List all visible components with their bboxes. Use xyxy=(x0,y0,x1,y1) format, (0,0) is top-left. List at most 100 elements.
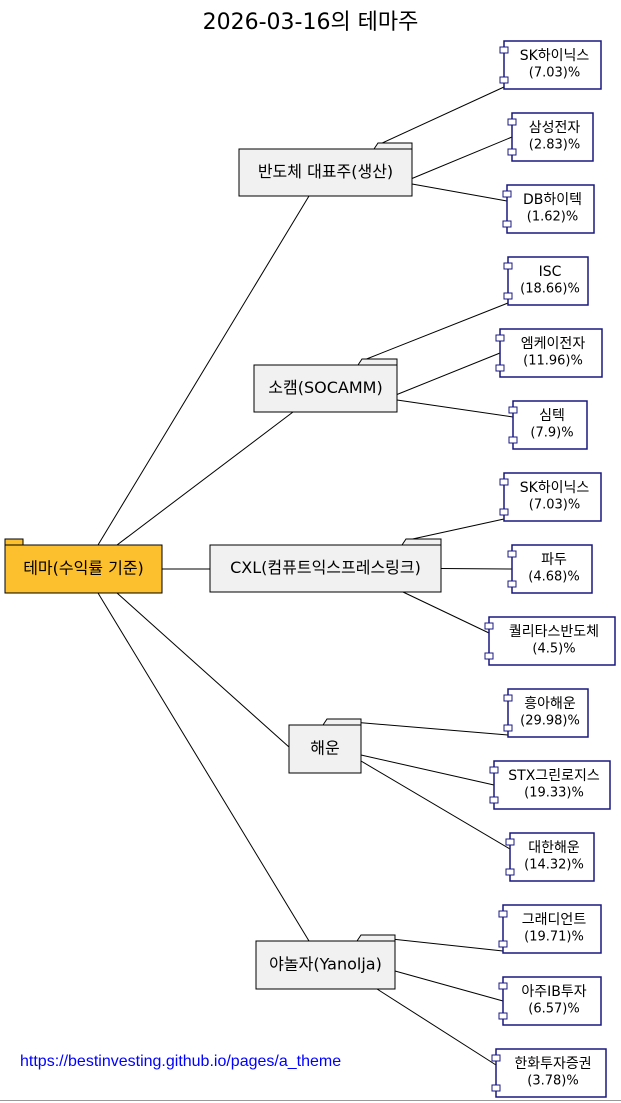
component-box xyxy=(495,1048,607,1098)
stock-node[interactable]: 삼성전자(2.83)% xyxy=(507,112,594,162)
component-port xyxy=(498,940,508,948)
root-theme-connector xyxy=(116,592,290,748)
stock-return: (19.33)% xyxy=(524,786,584,801)
stock-node[interactable]: ISC (18.66)% xyxy=(503,256,589,306)
theme-stock-connector xyxy=(363,302,509,361)
theme-label: 반도체 대표주(생산) xyxy=(258,162,393,181)
component-box xyxy=(499,328,603,378)
component-port xyxy=(484,652,494,660)
theme-stock-connector xyxy=(402,591,490,634)
theme-label: 소캠(SOCAMM) xyxy=(268,378,382,397)
component-port xyxy=(499,508,509,516)
stock-node[interactable]: STX그린로지스 (19.33)% xyxy=(489,760,611,810)
stock-return: (7.03)% xyxy=(529,498,580,513)
folder-body xyxy=(4,544,163,594)
stock-node[interactable]: SK하이닉스 (7.03)% xyxy=(499,472,602,522)
component-box xyxy=(488,616,616,666)
stock-return: (7.03)% xyxy=(529,66,580,81)
stock-node[interactable]: 그래디언트 (19.71)% xyxy=(498,904,602,954)
folder-tab xyxy=(356,934,396,942)
folder-body xyxy=(209,544,442,593)
component-port xyxy=(505,838,515,846)
theme-node[interactable]: 반도체 대표주(생산) xyxy=(238,142,413,197)
stock-return: (1.62)% xyxy=(527,210,578,225)
stock-node[interactable]: 한화투자증권(3.78)% xyxy=(491,1048,607,1098)
theme-label: CXL(컴퓨트익스프레스링크) xyxy=(230,558,421,577)
stock-return: (11.96)% xyxy=(523,354,583,369)
stock-name: 아주IB투자 xyxy=(521,984,586,1000)
component-port xyxy=(491,1054,501,1062)
component-box xyxy=(502,976,602,1026)
stock-name: 파두 xyxy=(541,552,567,568)
theme-stock-connector xyxy=(396,352,501,395)
theme-node[interactable]: 야놀자(Yanolja) xyxy=(255,934,396,990)
stock-name: SK하이닉스 xyxy=(520,480,590,496)
stock-name: ISC xyxy=(539,264,562,280)
stock-return: (29.98)% xyxy=(520,714,580,729)
stock-node[interactable]: DB하이텍 (1.62)% xyxy=(502,184,595,234)
theme-stock-connector xyxy=(440,568,513,570)
theme-stock-connector xyxy=(411,183,508,202)
component-port xyxy=(508,406,518,414)
folder-tab xyxy=(373,142,413,150)
folder-body xyxy=(238,148,413,197)
stock-return: (19.71)% xyxy=(524,930,584,945)
root-theme-connector xyxy=(116,411,294,546)
stock-return: (7.9)% xyxy=(530,426,573,441)
stock-node[interactable]: 파두(4.68)% xyxy=(507,544,593,594)
bottom-divider xyxy=(0,1100,621,1101)
component-port xyxy=(508,436,518,444)
component-port xyxy=(507,118,517,126)
component-port xyxy=(503,694,513,702)
component-port xyxy=(499,76,509,84)
stock-name: STX그린로지스 xyxy=(508,768,600,784)
stock-return: (18.66)% xyxy=(520,282,580,297)
stock-return: (6.57)% xyxy=(528,1002,579,1017)
component-port xyxy=(495,364,505,372)
stock-name: SK하이닉스 xyxy=(520,48,590,64)
stock-node[interactable]: SK하이닉스 (7.03)% xyxy=(499,40,602,90)
footer-link[interactable]: https://bestinvesting.github.io/pages/a_… xyxy=(20,1053,342,1070)
component-port xyxy=(491,1084,501,1092)
component-box xyxy=(511,112,594,162)
component-port xyxy=(502,190,512,198)
theme-stock-connector xyxy=(411,136,513,179)
component-port xyxy=(498,910,508,918)
folder-body xyxy=(255,940,396,990)
stock-name: 그래디언트 xyxy=(522,912,587,928)
stock-node[interactable]: 대한해운 (14.32)% xyxy=(505,832,595,882)
theme-stock-connector xyxy=(360,754,495,786)
stock-return: (14.32)% xyxy=(524,858,584,873)
stock-return: (4.5)% xyxy=(532,642,575,657)
stock-name: DB하이텍 xyxy=(523,192,582,208)
theme-node[interactable]: 해운 xyxy=(288,718,362,774)
component-port xyxy=(495,334,505,342)
theme-stock-connector xyxy=(379,86,505,145)
stock-node[interactable]: 아주IB투자 (6.57)% xyxy=(498,976,602,1026)
theme-node[interactable]: CXL(컴퓨트익스프레스링크) xyxy=(209,538,442,593)
stock-name: 대한해운 xyxy=(528,840,580,856)
theme-node[interactable]: 소캠(SOCAMM) xyxy=(253,358,398,413)
component-port xyxy=(507,580,517,588)
component-box xyxy=(503,472,602,522)
stock-node[interactable]: 심텍(7.9)% xyxy=(508,400,588,450)
theme-stock-connector xyxy=(360,760,511,850)
component-port xyxy=(505,868,515,876)
folder-tab xyxy=(4,538,24,546)
stock-name: 한화투자증권 xyxy=(514,1056,591,1072)
folder-body xyxy=(288,724,362,774)
root-theme-connector xyxy=(97,195,310,546)
stock-node[interactable]: 퀄리타스반도체(4.5)% xyxy=(484,616,616,666)
theme-stock-connector xyxy=(376,988,497,1066)
stock-node[interactable]: 엠케이전자(11.96)% xyxy=(495,328,603,378)
component-box xyxy=(512,400,588,450)
component-port xyxy=(499,478,509,486)
theme-stock-connector xyxy=(396,399,514,418)
component-box xyxy=(506,184,595,234)
component-box xyxy=(511,544,593,594)
root-node[interactable]: 테마(수익률 기준) xyxy=(4,538,163,594)
stock-node[interactable]: 흥아해운(29.98)% xyxy=(503,688,589,738)
theme-stock-connector xyxy=(407,518,505,541)
folder-body xyxy=(253,364,398,413)
